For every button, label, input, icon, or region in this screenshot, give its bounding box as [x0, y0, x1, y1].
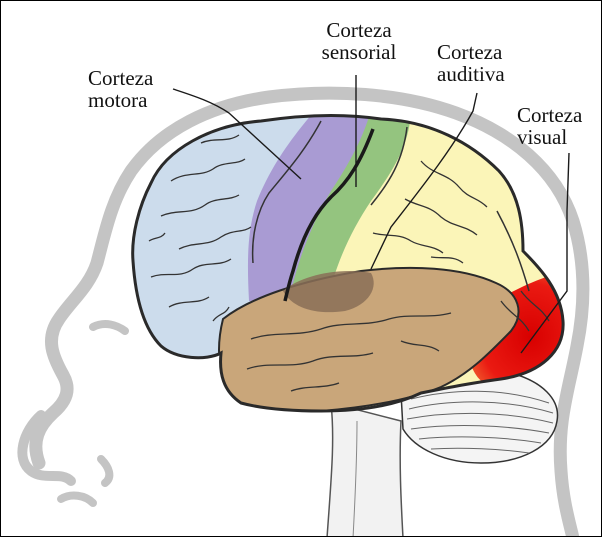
label-sensory-cortex: Corteza sensorial [304, 19, 414, 63]
label-visual-cortex: Corteza visual [517, 104, 582, 148]
label-visual-line2: visual [517, 126, 582, 148]
mouth-mark [61, 496, 93, 503]
eye-mark [93, 324, 125, 331]
label-auditory-line1: Corteza [437, 41, 505, 63]
label-sensory-line1: Corteza [304, 19, 414, 41]
label-visual-line1: Corteza [517, 104, 582, 126]
label-motor-cortex: Corteza motora [88, 67, 153, 111]
label-auditory-cortex: Corteza auditiva [437, 41, 505, 85]
label-motor-line1: Corteza [88, 67, 153, 89]
nostril-mark [101, 459, 109, 483]
label-sensory-line2: sensorial [304, 41, 414, 63]
label-motor-line2: motora [88, 89, 153, 111]
label-auditory-line2: auditiva [437, 63, 505, 85]
brain-stem [327, 403, 403, 537]
